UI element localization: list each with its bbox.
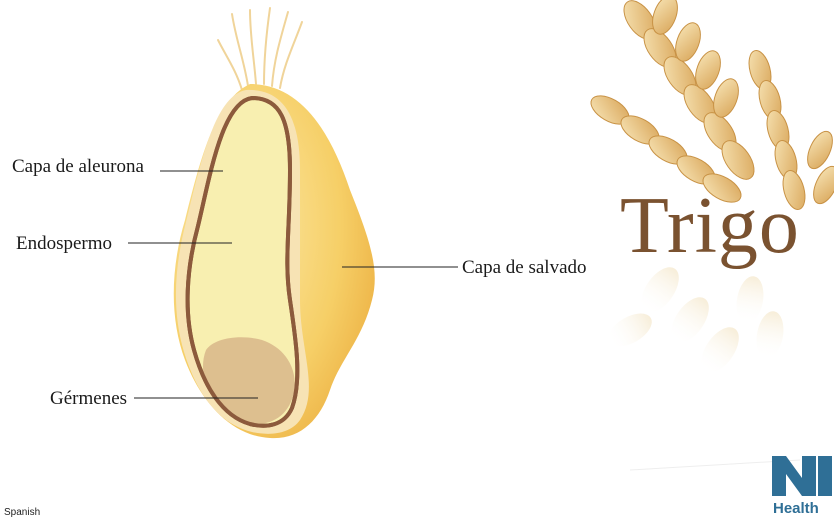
kernel-brush-hairs (218, 8, 302, 90)
endosperm-label: Endospermo (16, 234, 112, 253)
page-title: Trigo (620, 186, 800, 266)
health-logo-icon (772, 454, 832, 498)
bran-label: Capa de salvado (462, 258, 587, 277)
aleurone-label: Capa de aleurona (12, 157, 144, 176)
language-label: Spanish (4, 507, 40, 518)
logo-text: Health (773, 500, 819, 517)
germ-label: Gérmenes (50, 389, 127, 408)
